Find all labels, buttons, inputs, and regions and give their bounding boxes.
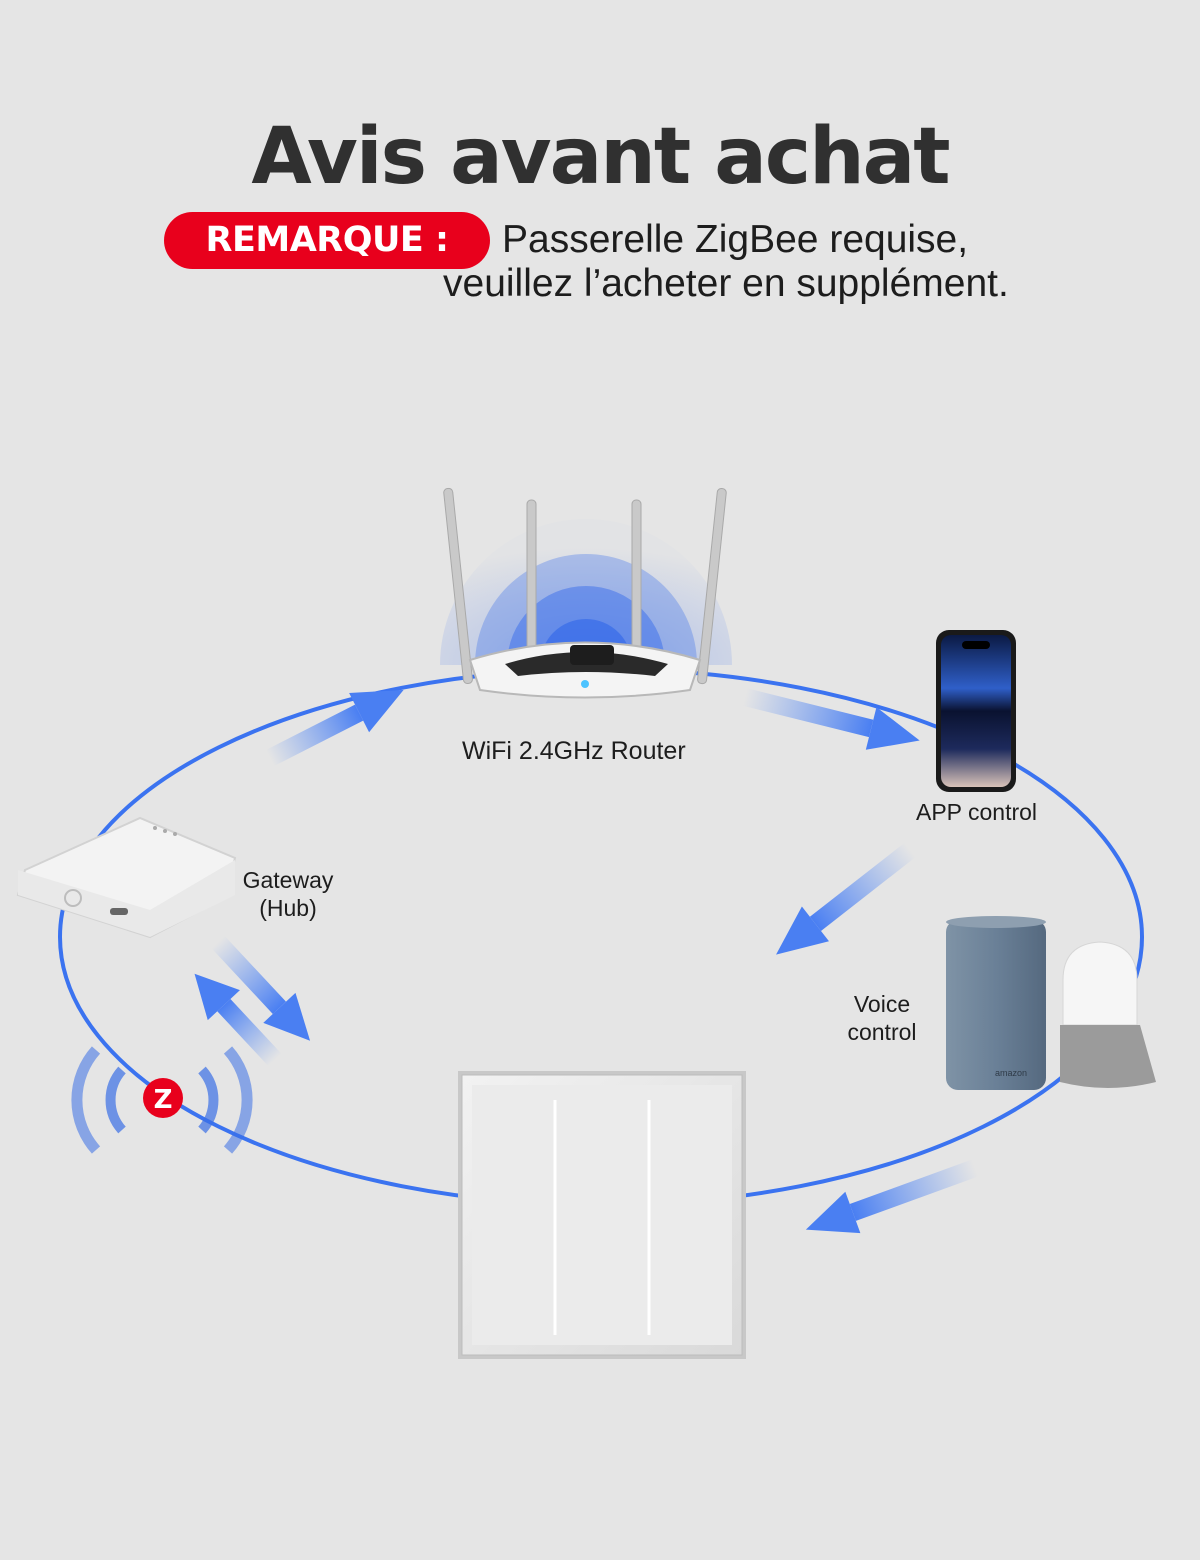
zigbee-icon: Z [71, 1046, 253, 1154]
note-text-line-1: Passerelle ZigBee requise, [502, 218, 969, 261]
zigbee-letter: Z [154, 1085, 173, 1115]
page-title: Avis avant achat [251, 112, 950, 202]
arrow-gateway-to-router [265, 689, 404, 767]
router-label: WiFi 2.4GHz Router [462, 737, 686, 765]
arrow-switch-to-gateway [194, 973, 282, 1067]
smart-speaker-icon: amazon [946, 916, 1046, 1090]
arrow-voice-to-switch [805, 1159, 979, 1234]
arrow-gateway-to-switch [211, 935, 311, 1041]
arrow-app-to-switch [776, 842, 916, 955]
google-speaker-icon [1060, 941, 1156, 1088]
note-text-line-2: veuillez l’acheter en supplément. [443, 262, 1009, 305]
app-control-label: APP control [916, 799, 1038, 825]
gateway-label: Gateway (Hub) [240, 866, 336, 922]
smartphone-icon [936, 630, 1016, 792]
gateway-hub-icon [16, 816, 237, 939]
wall-switch-icon [458, 1071, 746, 1359]
note-badge: REMARQUE : [164, 212, 490, 269]
speaker-brand-text: amazon [995, 1068, 1027, 1078]
voice-control-label: Voice control [836, 990, 928, 1046]
router-icon [440, 487, 732, 699]
voice-label-line-1: Voice [853, 991, 911, 1017]
gateway-label-line-1: Gateway [242, 867, 334, 893]
arrow-router-to-app [742, 688, 920, 750]
gateway-label-line-2: (Hub) [259, 895, 317, 921]
voice-label-line-2: control [847, 1019, 917, 1045]
